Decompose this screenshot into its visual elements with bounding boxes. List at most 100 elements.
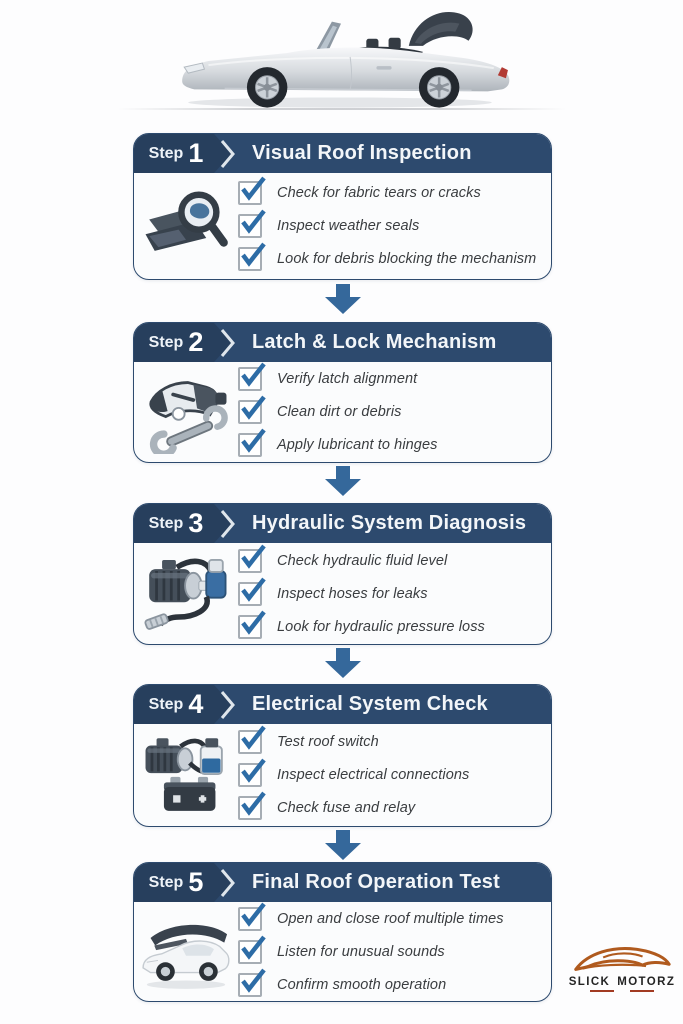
brand-underline	[590, 990, 614, 992]
check-item-label: Open and close roof multiple times	[277, 910, 504, 927]
step-card-3: Step 3 Hydraulic System Diagnosis	[133, 503, 552, 645]
brand-logo: SLICK MOTORZ	[566, 942, 678, 1012]
step-3-checklist: Check hydraulic fluid level Inspect hose…	[238, 544, 551, 643]
checkbox-checked-icon	[238, 209, 266, 238]
step-4-tag: Step 4	[134, 685, 232, 724]
check-item: Inspect weather seals	[238, 209, 545, 238]
check-item: Open and close roof multiple times	[238, 902, 545, 931]
check-item: Test roof switch	[238, 725, 545, 754]
step-card-5: Step 5 Final Roof Operation Test	[133, 862, 552, 1002]
step-number: 2	[188, 327, 204, 357]
step-3-body: Check hydraulic fluid level Inspect hose…	[134, 543, 551, 644]
step-label: Step	[148, 873, 184, 891]
check-item: Check hydraulic fluid level	[238, 544, 545, 573]
checkbox-checked-icon	[238, 176, 266, 205]
checkbox-checked-icon	[238, 758, 266, 787]
step-5-body: Open and close roof multiple times Liste…	[134, 902, 551, 1001]
ground-shadow-line	[118, 108, 566, 110]
step-2-body: Verify latch alignment Clean dirt or deb…	[134, 362, 551, 462]
latch-wrench-icon	[134, 370, 238, 454]
check-item: Inspect electrical connections	[238, 758, 545, 787]
step-label: Step	[148, 144, 184, 162]
step-number: 1	[188, 138, 204, 168]
chevron-right-icon	[220, 691, 235, 719]
down-arrow-icon	[325, 466, 361, 496]
checkbox-checked-icon	[238, 902, 266, 931]
check-item: Verify latch alignment	[238, 362, 545, 391]
step-5-checklist: Open and close roof multiple times Liste…	[238, 902, 551, 1001]
hydraulic-pump-icon	[134, 551, 238, 637]
check-item-label: Inspect weather seals	[277, 218, 420, 234]
brand-word: MOTORZ	[617, 976, 676, 988]
step-1-checklist: Check for fabric tears or cracks Inspect…	[238, 176, 551, 275]
step-4-checklist: Test roof switch Inspect electrical conn…	[238, 725, 551, 824]
step-3-header: Step 3 Hydraulic System Diagnosis	[134, 504, 551, 543]
checkbox-checked-icon	[238, 428, 266, 457]
step-card-4: Step 4 Electrical System Check	[133, 684, 552, 827]
step-number: 4	[188, 689, 204, 719]
step-3-title: Hydraulic System Diagnosis	[252, 512, 527, 534]
check-item: Clean dirt or debris	[238, 395, 545, 424]
checkbox-checked-icon	[238, 362, 266, 391]
step-card-2: Step 2 Latch & Lock Mechanism	[133, 322, 552, 463]
check-item-label: Inspect hoses for leaks	[277, 585, 428, 602]
step-2-title: Latch & Lock Mechanism	[252, 331, 497, 353]
convertible-car-illustration	[182, 11, 510, 108]
step-5-title: Final Roof Operation Test	[252, 871, 500, 893]
brand-underlines	[566, 990, 678, 992]
check-item: Apply lubricant to hinges	[238, 428, 545, 457]
step-2-tag: Step 2	[134, 323, 232, 362]
brand-car-outline-icon	[574, 947, 671, 971]
chevron-right-icon	[220, 329, 235, 357]
checkbox-checked-icon	[238, 791, 266, 820]
brand-underline	[630, 990, 654, 992]
checkbox-checked-icon	[238, 610, 266, 639]
step-5-tag: Step 5	[134, 863, 232, 902]
chevron-right-icon	[220, 869, 235, 897]
check-item: Inspect hoses for leaks	[238, 577, 545, 606]
step-1-body: Check for fabric tears or cracks Inspect…	[134, 173, 551, 279]
convertible-roof-icon	[134, 910, 238, 994]
check-item: Look for hydraulic pressure loss	[238, 610, 545, 639]
check-item-label: Clean dirt or debris	[277, 404, 402, 420]
check-item: Listen for unusual sounds	[238, 935, 545, 964]
checkbox-checked-icon	[238, 725, 266, 754]
step-1-title: Visual Roof Inspection	[252, 142, 472, 164]
step-number: 5	[188, 867, 204, 897]
brand-word: SLICK	[568, 976, 611, 988]
step-2-checklist: Verify latch alignment Clean dirt or deb…	[238, 362, 551, 461]
chevron-right-icon	[220, 510, 235, 538]
brand-name: SLICK MOTORZ	[566, 976, 678, 988]
step-label: Step	[148, 333, 184, 351]
check-item-label: Look for hydraulic pressure loss	[277, 618, 485, 635]
checkbox-checked-icon	[238, 968, 266, 997]
checkbox-checked-icon	[238, 544, 266, 573]
step-5-header: Step 5 Final Roof Operation Test	[134, 863, 551, 902]
step-card-1: Step 1 Visual Roof Inspection	[133, 133, 552, 280]
step-number: 3	[188, 508, 204, 538]
step-1-header: Step 1 Visual Roof Inspection	[134, 134, 551, 173]
check-item-label: Look for debris blocking the mechanism	[277, 251, 537, 267]
fabric-magnifier-icon	[134, 183, 238, 269]
check-item: Confirm smooth operation	[238, 968, 545, 997]
step-label: Step	[148, 695, 184, 713]
step-4-header: Step 4 Electrical System Check	[134, 685, 551, 724]
down-arrow-icon	[325, 648, 361, 678]
check-item-label: Inspect electrical connections	[277, 767, 470, 783]
motor-battery-icon	[134, 732, 238, 818]
step-2-header: Step 2 Latch & Lock Mechanism	[134, 323, 551, 362]
check-item: Check for fabric tears or cracks	[238, 176, 545, 205]
check-item-label: Apply lubricant to hinges	[277, 437, 438, 453]
down-arrow-icon	[325, 830, 361, 860]
down-arrow-icon	[325, 284, 361, 314]
check-item: Look for debris blocking the mechanism	[238, 242, 545, 271]
check-item-label: Confirm smooth operation	[277, 976, 447, 993]
step-1-tag: Step 1	[134, 134, 232, 173]
check-item-label: Verify latch alignment	[277, 371, 418, 387]
check-item-label: Check for fabric tears or cracks	[277, 185, 481, 201]
checkbox-checked-icon	[238, 577, 266, 606]
step-label: Step	[148, 514, 184, 532]
step-4-body: Test roof switch Inspect electrical conn…	[134, 724, 551, 826]
checkbox-checked-icon	[238, 935, 266, 964]
